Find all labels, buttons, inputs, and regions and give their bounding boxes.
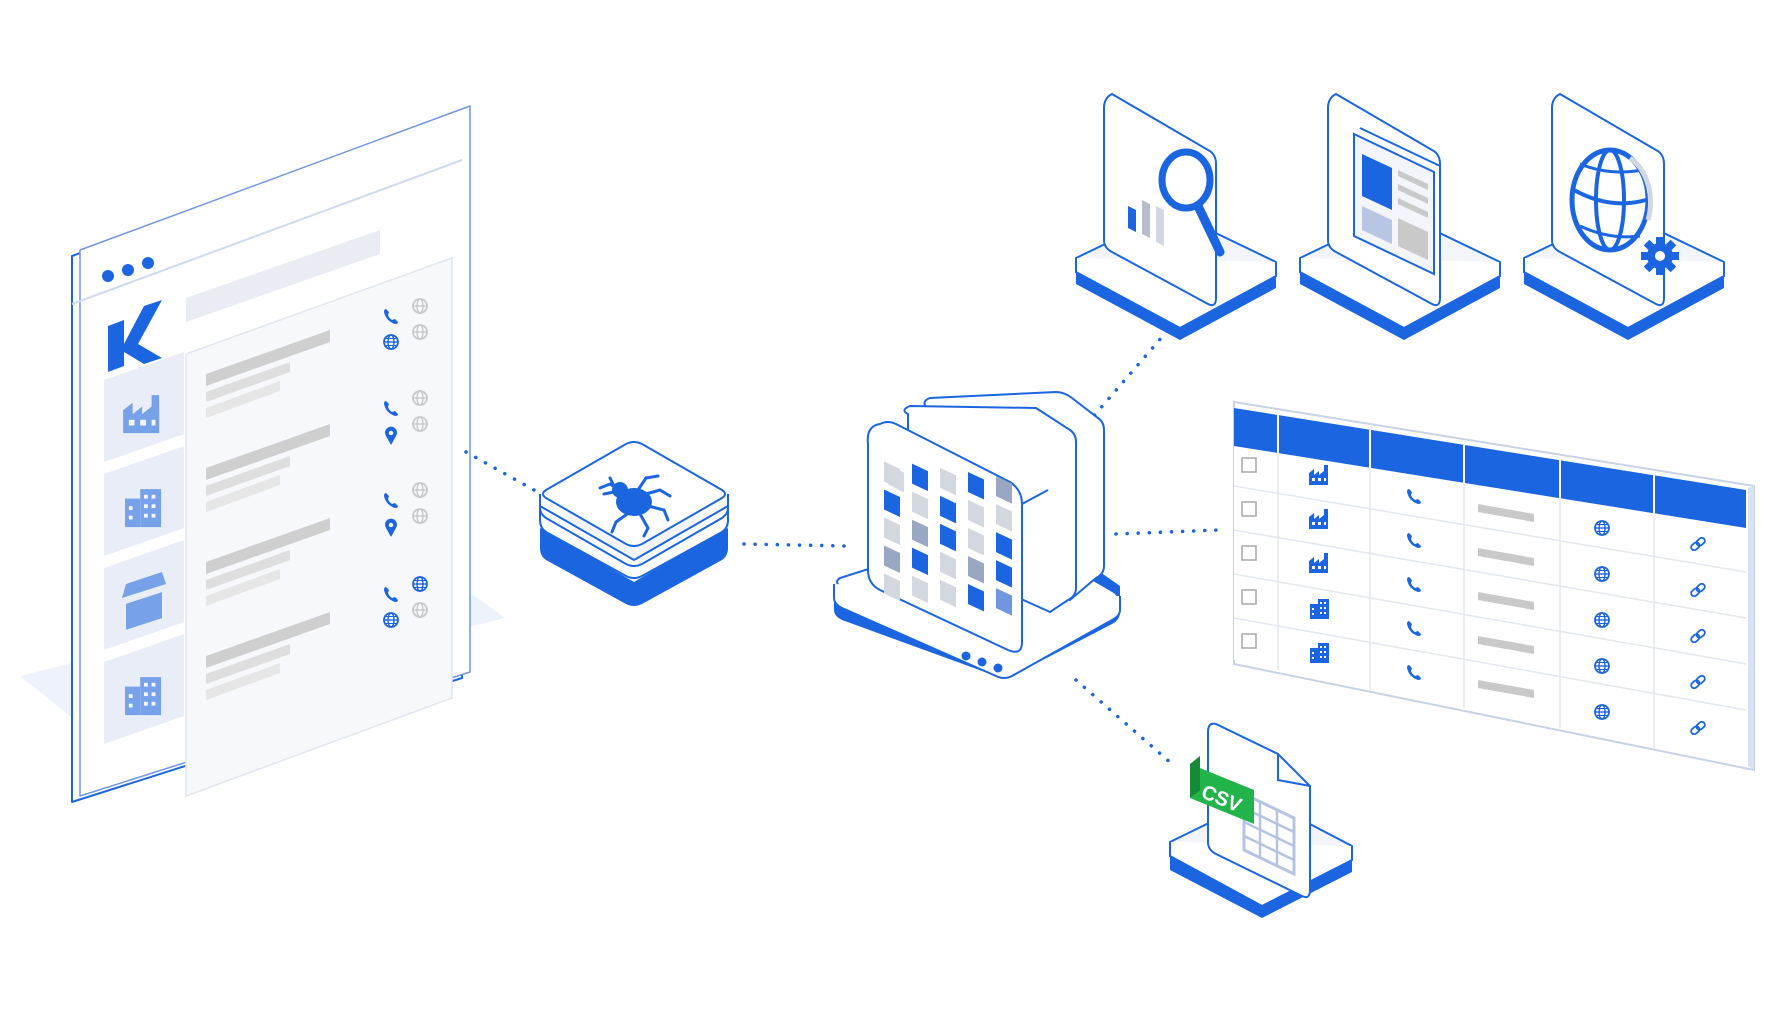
row-checkbox[interactable] bbox=[1241, 457, 1257, 473]
address-bar[interactable] bbox=[186, 230, 380, 322]
window-dot-icon bbox=[102, 270, 114, 282]
window-dot-icon bbox=[142, 257, 154, 269]
csv-file[interactable]: CSV bbox=[1169, 722, 1353, 918]
processor-node[interactable] bbox=[833, 390, 1121, 679]
tile-news-article[interactable] bbox=[1299, 92, 1501, 340]
table-row[interactable] bbox=[1241, 457, 1707, 553]
connector-processor-to-table bbox=[1114, 528, 1220, 536]
globe-gear-icon bbox=[1569, 147, 1679, 275]
connector-scraper-to-processor bbox=[742, 542, 848, 548]
status-dot-icon bbox=[961, 651, 1003, 673]
table-row[interactable] bbox=[1241, 545, 1707, 645]
window-controls bbox=[102, 257, 154, 282]
storefront-icon bbox=[122, 572, 166, 630]
connector-processor-to-csv bbox=[1074, 678, 1174, 766]
magnifier-chart-icon bbox=[1128, 148, 1225, 257]
list-item[interactable] bbox=[104, 390, 428, 556]
directory-window bbox=[20, 105, 505, 803]
tile-web-settings[interactable] bbox=[1523, 92, 1725, 340]
row-checkbox[interactable] bbox=[1241, 589, 1257, 605]
list-item[interactable] bbox=[104, 576, 428, 744]
table-row[interactable] bbox=[1241, 501, 1707, 599]
row-checkbox[interactable] bbox=[1241, 501, 1257, 517]
table-row[interactable] bbox=[1241, 633, 1707, 737]
row-checkbox[interactable] bbox=[1241, 633, 1257, 649]
list-item[interactable] bbox=[104, 482, 428, 650]
grid-cells bbox=[884, 461, 1012, 616]
row-checkbox[interactable] bbox=[1241, 545, 1257, 561]
window-dot-icon bbox=[122, 264, 134, 276]
tile-seo-analytics[interactable] bbox=[1075, 92, 1277, 340]
table-header bbox=[1234, 408, 1746, 528]
k-logo-icon bbox=[108, 300, 162, 372]
scraper-node[interactable] bbox=[539, 441, 729, 606]
newspaper-icon bbox=[1353, 127, 1441, 276]
bug-icon bbox=[598, 474, 672, 538]
result-table bbox=[1233, 400, 1755, 772]
table-row[interactable] bbox=[1241, 589, 1707, 691]
connector-listing-to-scraper bbox=[464, 450, 536, 492]
list-item[interactable] bbox=[104, 298, 428, 462]
